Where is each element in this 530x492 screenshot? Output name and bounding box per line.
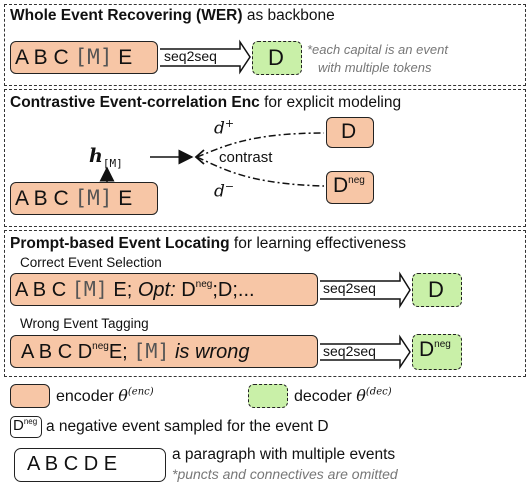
- wer-note-line2: with multiple tokens: [318, 60, 432, 75]
- cee-d-minus-label: d−: [214, 180, 235, 202]
- wer-output-text: D: [268, 45, 284, 70]
- cee-panel: [4, 89, 526, 227]
- ces-decoder-box: [412, 273, 462, 307]
- legend-neg-desc: a negative event sampled for the event D: [46, 418, 329, 435]
- wer-panel: [4, 4, 526, 86]
- wet-seq2seq-label: seq2seq: [323, 343, 376, 359]
- cee-encoder-box: [10, 182, 158, 215]
- legend-neg-box-text: Dneg: [13, 417, 38, 434]
- legend-paragraph-text: A B C D E: [27, 453, 118, 475]
- legend-paragraph-box: [14, 448, 166, 482]
- ces-seq2seq-label: seq2seq: [323, 280, 376, 296]
- wet-input-text: A B C DnegE; [M] is wrong: [21, 339, 250, 363]
- wer-note-line1: *each capital is an event: [307, 42, 448, 57]
- pel-title: Prompt-based Event Locating for learning…: [10, 235, 406, 252]
- cee-neg-event-text: Dneg: [333, 174, 365, 197]
- wer-title: Whole Event Recovering (WER) as backbone: [10, 7, 335, 24]
- cee-negative-curve: [196, 156, 325, 187]
- legend-paragraph-note: *puncts and connectives are omitted: [172, 466, 398, 482]
- ces-output-text: D: [428, 277, 444, 302]
- wet-decoder-box: [412, 334, 462, 370]
- cee-positive-curve: [196, 132, 325, 158]
- wer-seq2seq-arrow: [160, 39, 251, 75]
- cee-pos-event-text: D: [341, 120, 357, 143]
- legend-paragraph-desc: a paragraph with multiple events: [172, 446, 396, 463]
- cee-contrast-label: contrast: [219, 149, 273, 166]
- wet-encoder-box: [10, 335, 318, 368]
- ces-encoder-box: [10, 273, 318, 306]
- cee-input-text: A B C [M] E: [15, 186, 133, 210]
- legend-neg-box: [10, 416, 42, 438]
- cee-contrast-marker: [194, 149, 205, 165]
- ces-seq2seq-arrow: [320, 271, 411, 309]
- wet-seq2seq-arrow: [320, 334, 411, 370]
- wer-encoder-box: [10, 41, 158, 74]
- cee-pos-event-box: [326, 117, 374, 148]
- cee-h-label: h[M]: [89, 145, 123, 170]
- wet-output-text: Dneg: [419, 338, 451, 361]
- legend-decoder-label: decoder θ(dec): [294, 386, 392, 405]
- wer-input-text: A B C [M] E: [15, 45, 133, 69]
- pel-panel: [4, 230, 526, 377]
- legend-decoder-swatch: [248, 384, 288, 408]
- cee-neg-event-box: [326, 171, 374, 204]
- wer-seq2seq-label: seq2seq: [164, 48, 217, 64]
- cee-d-plus-label: d+: [214, 117, 235, 139]
- cee-title: Contrastive Event-correlation Enc for ex…: [10, 94, 402, 111]
- legend-encoder-label: encoder θ(enc): [56, 386, 154, 405]
- ces-input-text: A B C [M] E; Opt: Dneg;D;...: [15, 277, 255, 301]
- ces-label: Correct Event Selection: [20, 255, 162, 270]
- wer-decoder-box: [252, 41, 302, 75]
- legend-encoder-swatch: [10, 384, 50, 408]
- wet-label: Wrong Event Tagging: [20, 316, 149, 331]
